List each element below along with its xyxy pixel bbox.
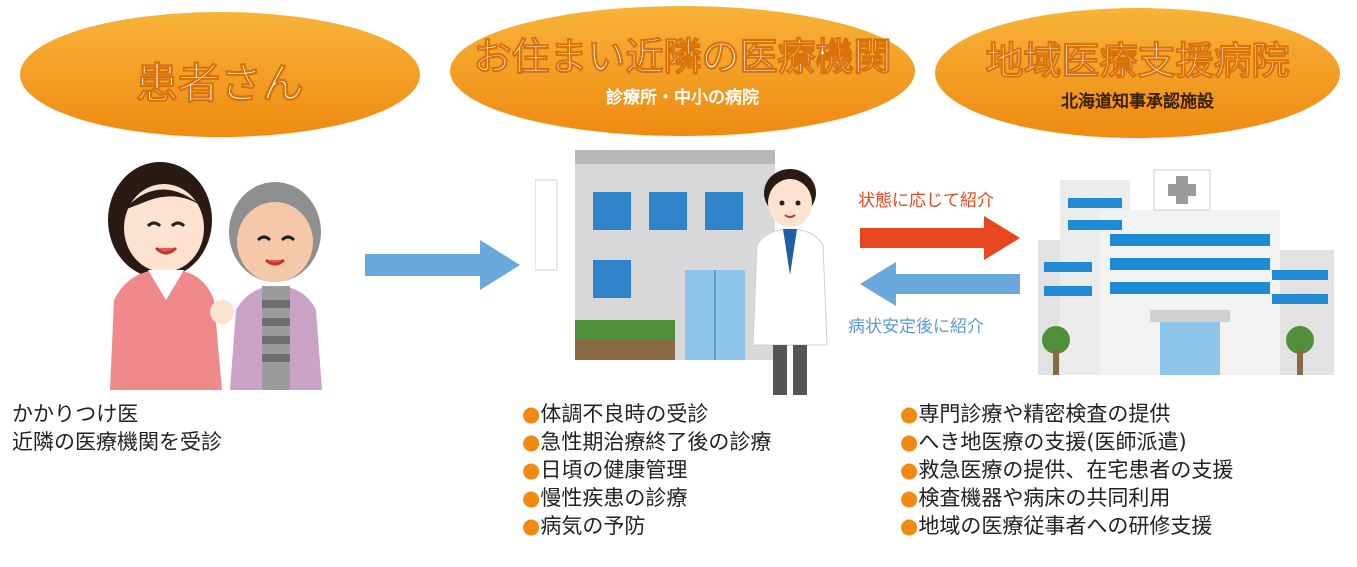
doctor-illustration xyxy=(752,169,828,395)
bullet-icon: ● xyxy=(522,430,541,454)
clinic-role-item: ●慢性疾患の診療 xyxy=(522,486,688,510)
clinic-role-item: ●日頃の健康管理 xyxy=(522,458,688,482)
bullet-icon: ● xyxy=(522,402,541,426)
header-hospital-title: 地域医療支援病院 xyxy=(985,39,1290,84)
clinic-building-illustration xyxy=(535,150,775,360)
bullet-icon: ● xyxy=(900,486,919,510)
header-hospital-subtitle: 北海道知事承認施設 xyxy=(1061,92,1214,112)
clinic-role-item: ●病気の予防 xyxy=(522,514,646,538)
hospital-role-item: ●救急医療の提供、在宅患者の支援 xyxy=(900,458,1234,482)
hospital-role-item: ●地域の医療従事者への研修支援 xyxy=(900,514,1213,538)
header-hospital: 地域医療支援病院 北海道知事承認施設 xyxy=(935,8,1340,138)
referral-forward-label: 状態に応じて紹介 xyxy=(858,191,994,211)
bullet-icon: ● xyxy=(900,402,919,426)
header-clinic: お住まい近隣の医療機関 診療所・中小の病院 xyxy=(450,6,915,136)
header-clinic-subtitle: 診療所・中小の病院 xyxy=(606,88,759,108)
bullet-icon: ● xyxy=(522,458,541,482)
clinic-role-item: ●体調不良時の受診 xyxy=(522,402,709,426)
patient-and-caregiver-illustration xyxy=(108,162,322,390)
bullet-icon: ● xyxy=(900,458,919,482)
patient-text-line: かかりつけ医 xyxy=(12,402,139,426)
header-patient: 患者さん xyxy=(20,12,420,137)
clinic-role-list: ●体調不良時の受診 ●急性期治療終了後の診療 ●日頃の健康管理 ●慢性疾患の診療… xyxy=(522,400,771,540)
hospital-role-list: ●専門診療や精密検査の提供 ●へき地医療の支援(医師派遣) ●救急医療の提供、在… xyxy=(900,400,1233,540)
clinic-role-item: ●急性期治療終了後の診療 xyxy=(522,430,772,454)
referral-forward-arrow xyxy=(860,216,1020,260)
hospital-role-item: ●へき地医療の支援(医師派遣) xyxy=(900,430,1187,454)
patient-text: かかりつけ医 近隣の医療機関を受診 xyxy=(12,400,222,456)
bullet-icon: ● xyxy=(900,514,919,538)
visit-arrow xyxy=(365,240,520,290)
header-clinic-title: お住まい近隣の医療機関 xyxy=(473,35,892,80)
bullet-icon: ● xyxy=(900,430,919,454)
header-patient-title: 患者さん xyxy=(135,59,304,109)
patient-text-line: 近隣の医療機関を受診 xyxy=(12,430,222,454)
hospital-role-item: ●専門診療や精密検査の提供 xyxy=(900,402,1171,426)
hospital-building-illustration xyxy=(1038,169,1334,375)
bullet-icon: ● xyxy=(522,486,541,510)
referral-back-arrow xyxy=(860,262,1020,306)
referral-back-label: 病状安定後に紹介 xyxy=(848,317,984,337)
bullet-icon: ● xyxy=(522,514,541,538)
hospital-role-item: ●検査機器や病床の共同利用 xyxy=(900,486,1171,510)
